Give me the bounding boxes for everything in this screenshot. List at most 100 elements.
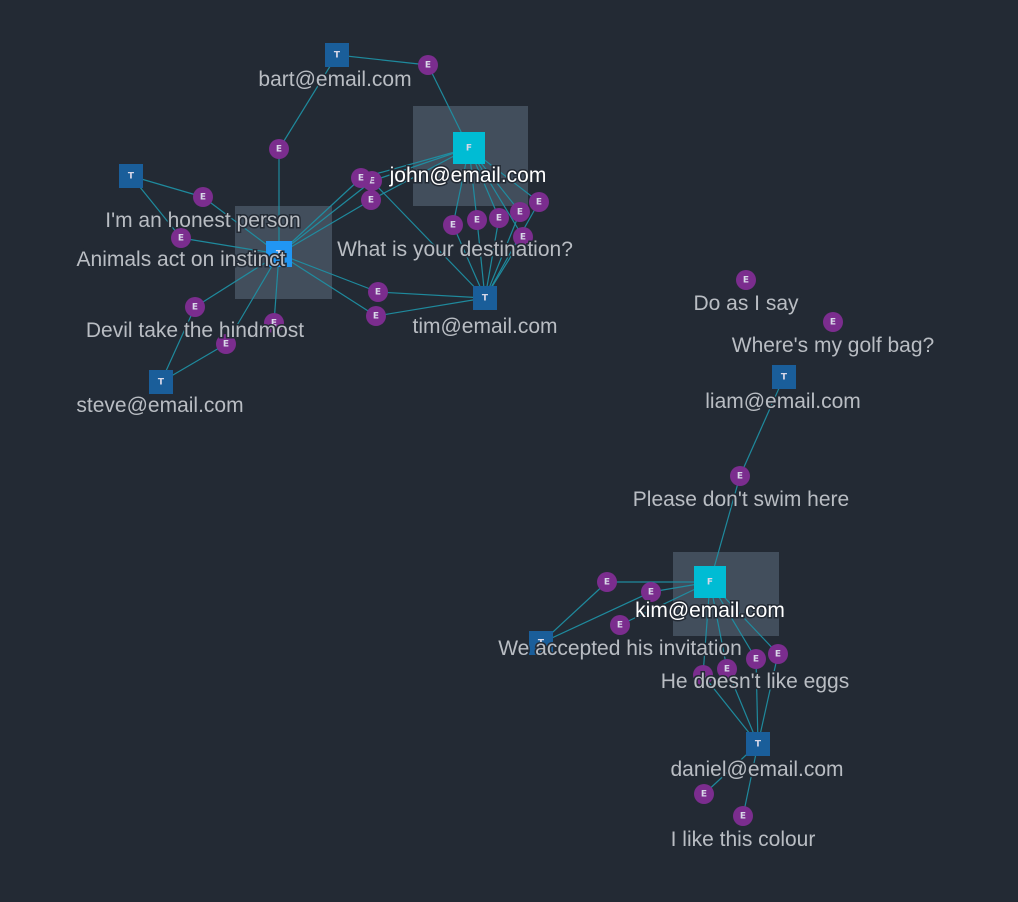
label-e_golf: Where's my golf bag? (732, 334, 934, 357)
label-e_destination: What is your destination? (337, 238, 573, 261)
node-tim[interactable]: T (473, 286, 497, 310)
node-steve[interactable]: T (149, 370, 173, 394)
label-steve: steve@email.com (76, 394, 243, 417)
edge-e_k7-daniel (757, 653, 779, 745)
edge-center-e_c3 (278, 253, 379, 293)
node-type-e_eggs: E (700, 671, 706, 681)
node-e_j2[interactable]: E (467, 210, 487, 230)
node-e_c1[interactable]: E (351, 168, 371, 188)
node-e_c3[interactable]: E (368, 282, 388, 302)
node-type-t_topleft: T (128, 172, 135, 182)
node-type-steve: T (158, 378, 165, 388)
node-type-e_j3: E (496, 214, 502, 224)
edge-e_k5-daniel (726, 668, 759, 745)
label-e_honest: I'm an honest person (105, 209, 300, 232)
node-e_j1[interactable]: E (443, 215, 463, 235)
node-t_kimleft[interactable]: T (529, 631, 553, 655)
node-e_golf[interactable]: E (823, 312, 843, 332)
edge-john-e_destination (371, 147, 470, 182)
node-e_accepted[interactable]: E (597, 572, 617, 592)
node-e_k2[interactable]: E (641, 582, 661, 602)
node-type-e_c3: E (375, 288, 381, 298)
node-kim[interactable]: F (694, 566, 726, 598)
node-type-john: F (466, 144, 472, 154)
label-e_swim: Please don't swim here (633, 488, 849, 511)
node-e_c4[interactable]: E (366, 306, 386, 326)
node-liam[interactable]: T (772, 365, 796, 389)
node-type-liam: T (781, 373, 788, 383)
edge-center-e_destination (278, 180, 373, 255)
node-e_k7[interactable]: E (768, 644, 788, 664)
label-bart: bart@email.com (258, 68, 411, 91)
edge-e_j2-tim (476, 219, 486, 299)
label-e_instinct: Animals act on instinct (77, 248, 286, 271)
node-t_topleft[interactable]: T (119, 164, 143, 188)
node-type-e_c2: E (368, 196, 374, 206)
node-e_swim[interactable]: E (730, 466, 750, 486)
node-e_d3[interactable]: E (264, 313, 284, 333)
node-e_c2[interactable]: E (361, 190, 381, 210)
node-e_devil[interactable]: E (185, 297, 205, 317)
node-e_k3[interactable]: E (610, 615, 630, 635)
edge-center-e_devil (194, 253, 280, 308)
label-tim: tim@email.com (412, 315, 557, 338)
label-liam: liam@email.com (705, 390, 861, 413)
edge-bart-e_bart_john (336, 54, 429, 66)
node-type-tim: T (482, 294, 489, 304)
edge-center-e_c1 (278, 177, 362, 255)
node-e_bart_center[interactable]: E (269, 139, 289, 159)
node-e_honest[interactable]: E (193, 187, 213, 207)
node-type-e_devil: E (192, 303, 198, 313)
node-e_j3[interactable]: E (489, 208, 509, 228)
node-type-e_d2: E (223, 340, 229, 350)
node-type-e_c4: E (373, 312, 379, 322)
node-type-e_k5: E (724, 665, 730, 675)
label-e_eggs: He doesn't like eggs (661, 670, 849, 693)
node-type-center: T (276, 250, 283, 260)
edge-e_j5-tim (484, 201, 540, 299)
node-e_bart_john[interactable]: E (418, 55, 438, 75)
node-type-e_dn2: E (701, 790, 707, 800)
node-type-e_k7: E (775, 650, 781, 660)
label-e_devil: Devil take the hindmost (86, 319, 304, 342)
node-type-e_j5: E (536, 198, 542, 208)
node-bart[interactable]: T (325, 43, 349, 67)
label-e_accepted: We accepted his invitation (498, 637, 742, 660)
node-john[interactable]: F (453, 132, 485, 164)
node-type-e_k2: E (648, 588, 654, 598)
node-e_eggs[interactable]: E (693, 665, 713, 685)
label-layer: bart@email.comjohn@email.comtim@email.co… (75, 67, 936, 853)
node-type-e_d3: E (271, 319, 277, 329)
edge-center-e_c2 (278, 199, 372, 255)
node-e_dn2[interactable]: E (694, 784, 714, 804)
edge-e_j3-tim (484, 217, 500, 299)
node-e_instinct[interactable]: E (171, 228, 191, 248)
node-type-kim: F (707, 578, 713, 588)
node-type-e_bart_center: E (276, 145, 282, 155)
node-center[interactable]: T (266, 241, 292, 267)
node-e_j4[interactable]: E (510, 202, 530, 222)
node-type-e_honest: E (200, 193, 206, 203)
edge-e_j4-tim (484, 211, 521, 299)
node-e_doasisay[interactable]: E (736, 270, 756, 290)
node-e_k6[interactable]: E (746, 649, 766, 669)
node-e_j6[interactable]: E (513, 227, 533, 247)
node-e_k5[interactable]: E (717, 659, 737, 679)
label-daniel: daniel@email.com (670, 758, 843, 781)
node-type-e_j6: E (520, 233, 526, 243)
node-e_j5[interactable]: E (529, 192, 549, 212)
edge-center-e_d2 (225, 253, 280, 345)
edge-e_c1-john (360, 147, 470, 179)
node-e_colour[interactable]: E (733, 806, 753, 826)
node-e_d2[interactable]: E (216, 334, 236, 354)
label-kim: kim@email.com (635, 599, 785, 622)
node-daniel[interactable]: T (746, 732, 770, 756)
node-type-e_destination: E (369, 177, 375, 187)
node-type-e_c1: E (358, 174, 364, 184)
node-type-e_k6: E (753, 655, 759, 665)
edge-bart-e_bart_center (278, 54, 338, 150)
edge-center-e_c4 (278, 253, 377, 317)
edge-e_destination-tim (371, 180, 486, 299)
